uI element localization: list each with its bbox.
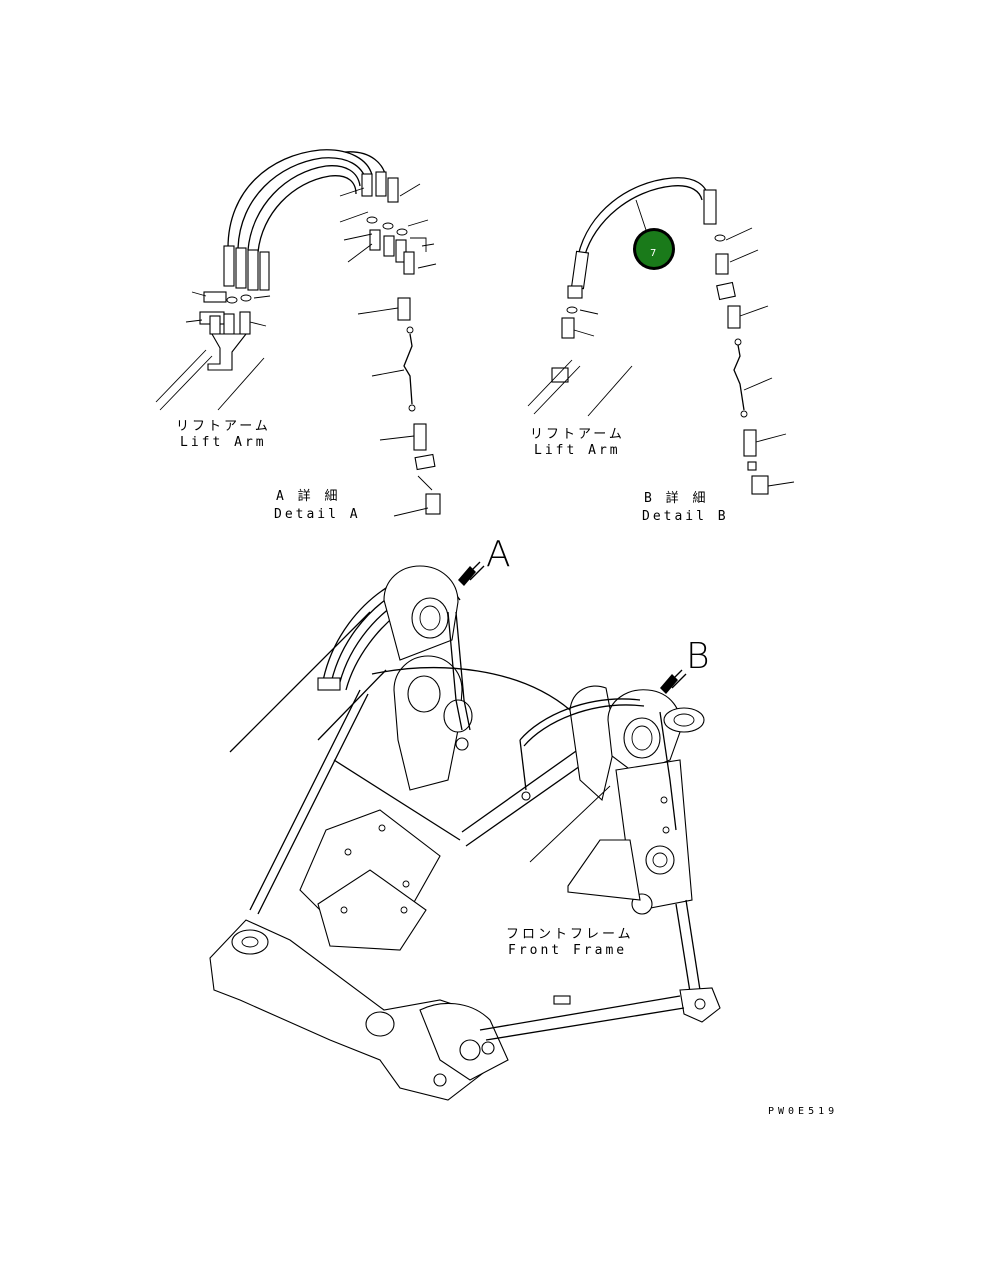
- detail-a-title-jp: A 詳 細: [276, 488, 340, 504]
- view-label-b: B: [686, 636, 710, 677]
- hose-a2: [235, 247, 247, 289]
- view-arrow-b: [660, 669, 687, 694]
- hose-a4: [259, 251, 270, 291]
- detail-b-lift-arm-en: Lift Arm: [534, 443, 621, 458]
- detail-a-title-en: Detail A: [274, 507, 361, 522]
- callout-7-fill: [636, 231, 672, 267]
- callout-7-number: 7: [650, 248, 656, 259]
- detail-b-drawing: [527, 177, 795, 495]
- detail-b-title-jp: B 詳 細: [644, 490, 708, 506]
- view-label-a: A: [486, 534, 511, 575]
- callout-7-badge[interactable]: 7: [633, 228, 675, 270]
- view-arrow-a: [458, 561, 485, 586]
- drawing-code: PW0E519: [768, 1106, 838, 1117]
- front-frame-jp: フロントフレーム: [506, 927, 634, 942]
- front-frame-drawing: [209, 565, 721, 1101]
- front-frame-en: Front Frame: [508, 943, 627, 958]
- detail-b-title-en: Detail B: [642, 509, 729, 524]
- detail-a-lift-arm-jp: リフトアーム: [176, 419, 271, 434]
- detail-b-lift-arm-jp: リフトアーム: [530, 427, 625, 442]
- detail-a-lift-arm-en: Lift Arm: [180, 435, 267, 450]
- hose-a1: [223, 245, 235, 287]
- hose-a3: [247, 249, 259, 291]
- detail-a-drawing: [155, 149, 441, 517]
